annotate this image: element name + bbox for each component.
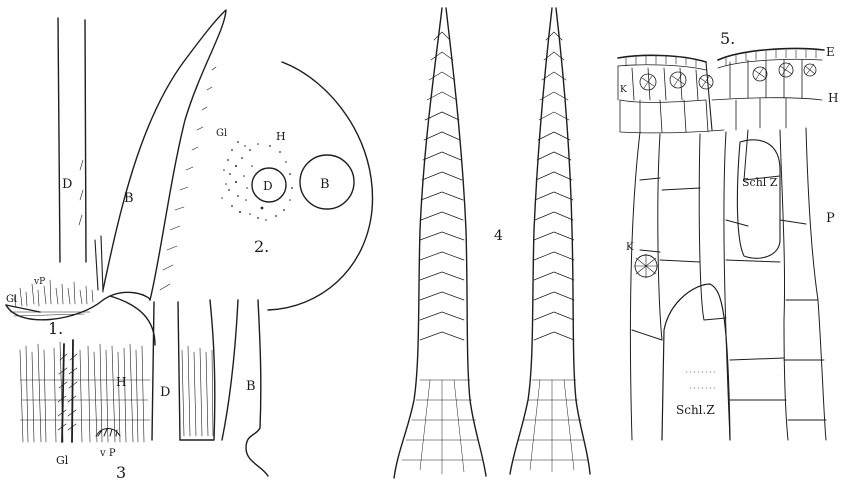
fig1-stalk-right-edge [85,20,86,262]
fig3-glandular-hairs [62,340,73,442]
fig4-number: 4 [494,228,503,244]
fig3-label-gl: Gl [56,454,69,467]
figure-4: 4 [394,8,590,478]
fig3-stalk-d-right [178,302,180,440]
fig1-bract-hatching [160,67,216,290]
fig3-stalk-d-left [152,302,154,440]
fig1-label-vp: vP [33,277,45,287]
fig5-crystals-top [640,63,816,90]
fig4-right-spine-right-edge [556,8,590,474]
fig1-label-d: D [62,177,72,192]
fig1-base-curve [110,296,155,345]
fig1-label-gl: Gl [6,294,17,305]
fig5-number: 5. [720,29,735,48]
fig5-crystal-mid [634,254,658,278]
fig1-bract-outline [103,10,226,300]
fig5-schl-z-top-cell [737,140,780,258]
fig5-schl-z-bottom-dots [686,372,716,388]
fig1-thin-stalk [95,236,103,292]
fig2-stipple-h [221,141,293,221]
figure-5: 5. E K H Schl Z P K Schl.Z [618,29,838,440]
fig5-label-k-mid: K [626,242,634,253]
fig3-label-b: B [246,379,256,394]
fig1-hairs [14,280,93,307]
fig5-label-p: P [826,211,835,226]
fig3-label-vp: v P [99,448,116,459]
fig2-number: 2. [254,237,269,256]
fig1-number: 1. [48,319,63,338]
fig5-label-schl-z-bottom: Schl.Z [676,403,715,417]
fig5-epidermis-top [618,48,824,62]
fig2-label-b: B [320,177,330,192]
fig2-label-gl: Gl [216,128,227,139]
fig1-stalk-left-edge [58,18,60,262]
fig3-label-d: D [160,385,170,400]
fig3-hair-tissue-lines [20,342,144,442]
figure-2: Gl H D B 2. [216,62,373,310]
fig1-stalk-hatching [79,160,83,225]
fig3-number: 3 [116,463,126,482]
fig2-label-d: D [263,179,273,193]
fig3-d-block-edge [180,300,215,440]
fig3-label-h: H [116,375,126,389]
fig5-parenchyma-walls [630,128,826,440]
fig5-label-k-top: K [620,85,627,95]
fig4-left-spine-scales [420,32,464,340]
figure-1: D B Gl vP 1. [6,10,226,345]
fig5-label-schl-z-top: Schl Z [742,176,778,189]
fig5-label-h: H [828,91,838,105]
fig4-left-spine-left-edge [394,8,442,478]
fig4-right-spine-scales [534,32,574,340]
fig3-d-tissue [182,346,213,436]
fig1-base-shading [10,312,90,316]
fig5-hypodermis-row-2 [620,98,786,133]
fig1-label-b: B [124,191,134,206]
fig5-label-e: E [826,45,835,59]
fig5-epidermis-inner [618,59,822,70]
fig4-right-spine-base-mesh [514,380,588,472]
fig2-label-h: H [276,130,286,143]
fig3-bract-b-outline [222,300,268,476]
